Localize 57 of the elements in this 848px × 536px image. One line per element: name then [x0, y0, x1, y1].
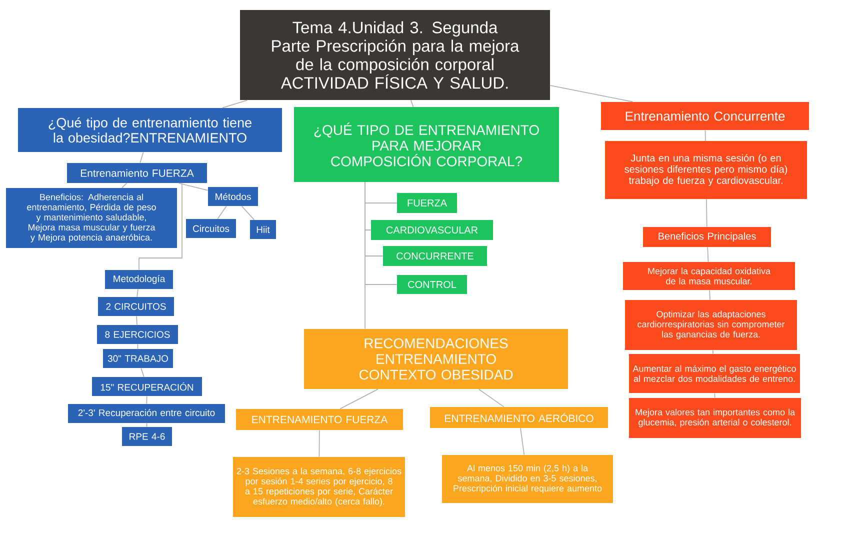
description-box: Al menos 150 min (2,5 h) a la semana, Dividido en 3-5 sesiones, Prescripción inicial requiere aumento [442, 455, 613, 503]
topic-box: ENTRENAMIENTO AERÓBICO [430, 407, 608, 428]
topic-box: 2 CIRCUITOS [98, 297, 174, 316]
topic-box: RPE 4-6 [122, 427, 172, 446]
connector-line [550, 85, 634, 102]
topic-box: CONTROL [397, 275, 467, 294]
topic-box: Beneficios Principales [643, 227, 771, 247]
topic-box: Métodos [208, 187, 258, 206]
connector-line [122, 182, 128, 188]
heading-box: ¿QUÉ TIPO DE ENTRENAMIENTO PARA MEJORAR COMPOSICIÓN CORPORAL? [294, 107, 559, 182]
connector-line [178, 182, 208, 191]
topic-box: CONCURRENTE [383, 246, 487, 266]
description-box: Junta en una misma sesión (o en sesiones diferentes pero mismo día) trabajo de fuerza y cardiovascular. [605, 141, 807, 199]
connector-line [707, 246, 709, 262]
topic-box: 2'-3' Recuperación entre circuito [68, 404, 225, 423]
connector-line [241, 206, 255, 220]
topic-box: Entrenamiento FUERZA [67, 163, 207, 183]
connector-line [136, 288, 138, 298]
topic-box: FUERZA [397, 193, 457, 213]
title-box: Tema 4.Unidad 3. Segunda Parte Prescripción para la mejora de la composición corporal ACTIVIDAD FÍSICA Y SALUD. [240, 10, 550, 100]
topic-box: 15" RECUPERACIÓN [92, 377, 202, 396]
topic-box: 8 EJERCICIOS [97, 325, 178, 344]
description-box: Aumentar al máximo el gasto energético al mezclar dos modalidades de entreno. [629, 354, 800, 393]
connector-line [217, 206, 227, 220]
connector-line [340, 388, 378, 410]
connector-line [364, 182, 366, 330]
topic-box: 30" TRABAJO [103, 349, 173, 368]
connector-line [714, 392, 716, 398]
connector-line [706, 198, 708, 228]
connector-line [136, 316, 138, 326]
topic-box: ENTRENAMIENTO FUERZA [236, 409, 403, 430]
connector-line [709, 290, 710, 300]
connector-line [140, 152, 144, 164]
topic-box: Circuitos [186, 219, 236, 238]
heading-box: ¿Qué tipo de entrenamiento tiene la obesidad?ENTRENAMIENTO [18, 108, 282, 152]
topic-box: Hiit [250, 220, 276, 239]
connector-line [138, 182, 182, 270]
topic-box: Metodología [105, 270, 173, 289]
description-box: 2-3 Sesiones a la semana, 6-8 ejercicios por sesión 1-4 series por ejercicio, 8 a 15 repeticiones por serie, Carácter esfuerzo medio/alto (cerca fallo). [233, 457, 405, 517]
connector-line [222, 100, 248, 108]
description-box: Mejorar la capacidad oxidativa de la masa muscular. [623, 262, 795, 290]
connector-line [318, 430, 320, 458]
heading-box: RECOMENDACIONES ENTRENAMIENTO CONTEXTO OBESIDAD [304, 329, 568, 389]
connector-line [410, 100, 414, 108]
connector-line [704, 130, 706, 142]
heading-box: Entrenamiento Concurrente [601, 102, 809, 130]
topic-box: CARDIOVASCULAR [371, 220, 493, 240]
connector-line [140, 368, 144, 378]
description-box: Beneficios: Adherencia al entrenamiento, Pérdida de peso y mantenimiento saludable, Mejora masa muscular y fuerza y Mejora potencia anaeróbica. [6, 188, 177, 248]
connector-line [478, 388, 504, 408]
description-box: Optimizar las adaptaciones cardiorrespiratorias sin comprometer las ganancias de fuerza. [625, 300, 797, 350]
connector-line [146, 396, 148, 404]
connector-line [146, 422, 148, 428]
connector-line [712, 350, 714, 354]
description-box: Mejora valores tan importantes como la glucemia, presión arterial o colesterol. [629, 398, 801, 438]
connector-line [137, 344, 138, 350]
connector-line [520, 428, 525, 456]
